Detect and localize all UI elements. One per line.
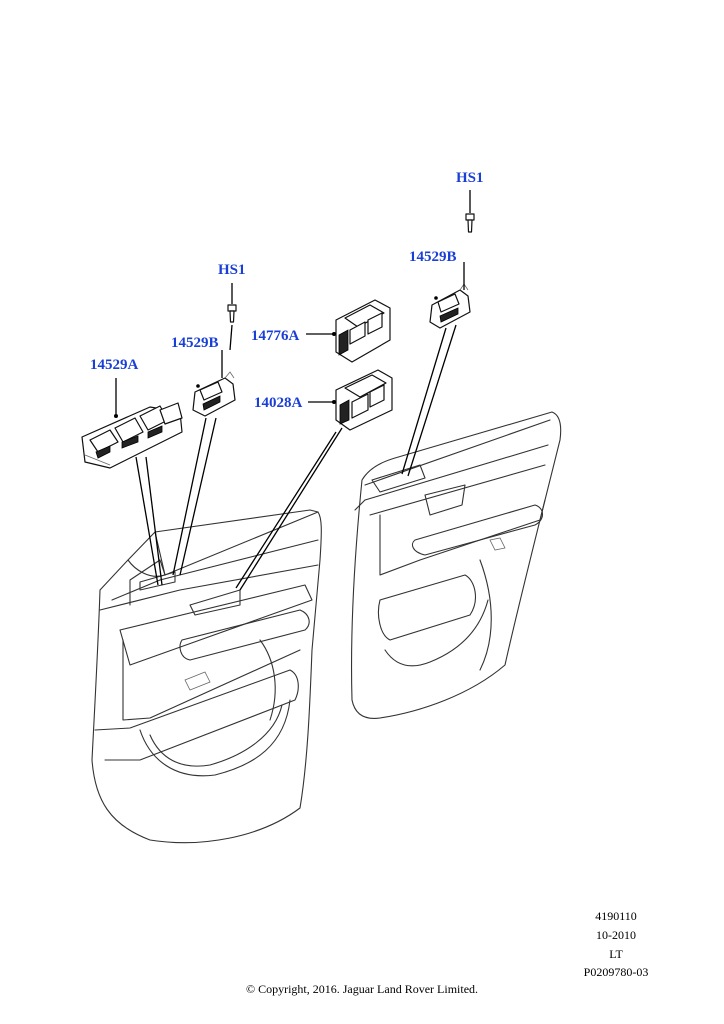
- callout-14529b-right[interactable]: 14529B: [409, 249, 457, 265]
- front-door-panel: [91, 509, 322, 844]
- rear-door-panel: [351, 411, 562, 719]
- screw-hs1-left: [227, 304, 237, 323]
- side-code: LT: [609, 947, 623, 961]
- switch-14529b-right: [429, 283, 471, 329]
- callout-14776a[interactable]: 14776A: [251, 328, 300, 344]
- date-code: 10-2010: [596, 928, 636, 942]
- callout-14529b-left[interactable]: 14529B: [171, 335, 219, 351]
- switch-14529b-left: [192, 371, 236, 417]
- callout-14529a[interactable]: 14529A: [90, 357, 139, 373]
- screw-hs1-right: [465, 213, 475, 233]
- illustration-number: P0209780-03: [583, 965, 649, 979]
- callout-hs1-right[interactable]: HS1: [456, 170, 484, 186]
- callout-14028a[interactable]: 14028A: [254, 395, 303, 411]
- switch-housing-14028a: [332, 369, 393, 431]
- leader-lines: [115, 190, 471, 591]
- copyright-notice: © Copyright, 2016. Jaguar Land Rover Lim…: [245, 982, 479, 996]
- switch-pack-14529a: [81, 402, 183, 469]
- switch-housing-14776a: [332, 299, 391, 363]
- callout-hs1-left[interactable]: HS1: [218, 262, 246, 278]
- reference-number: 4190110: [595, 909, 637, 923]
